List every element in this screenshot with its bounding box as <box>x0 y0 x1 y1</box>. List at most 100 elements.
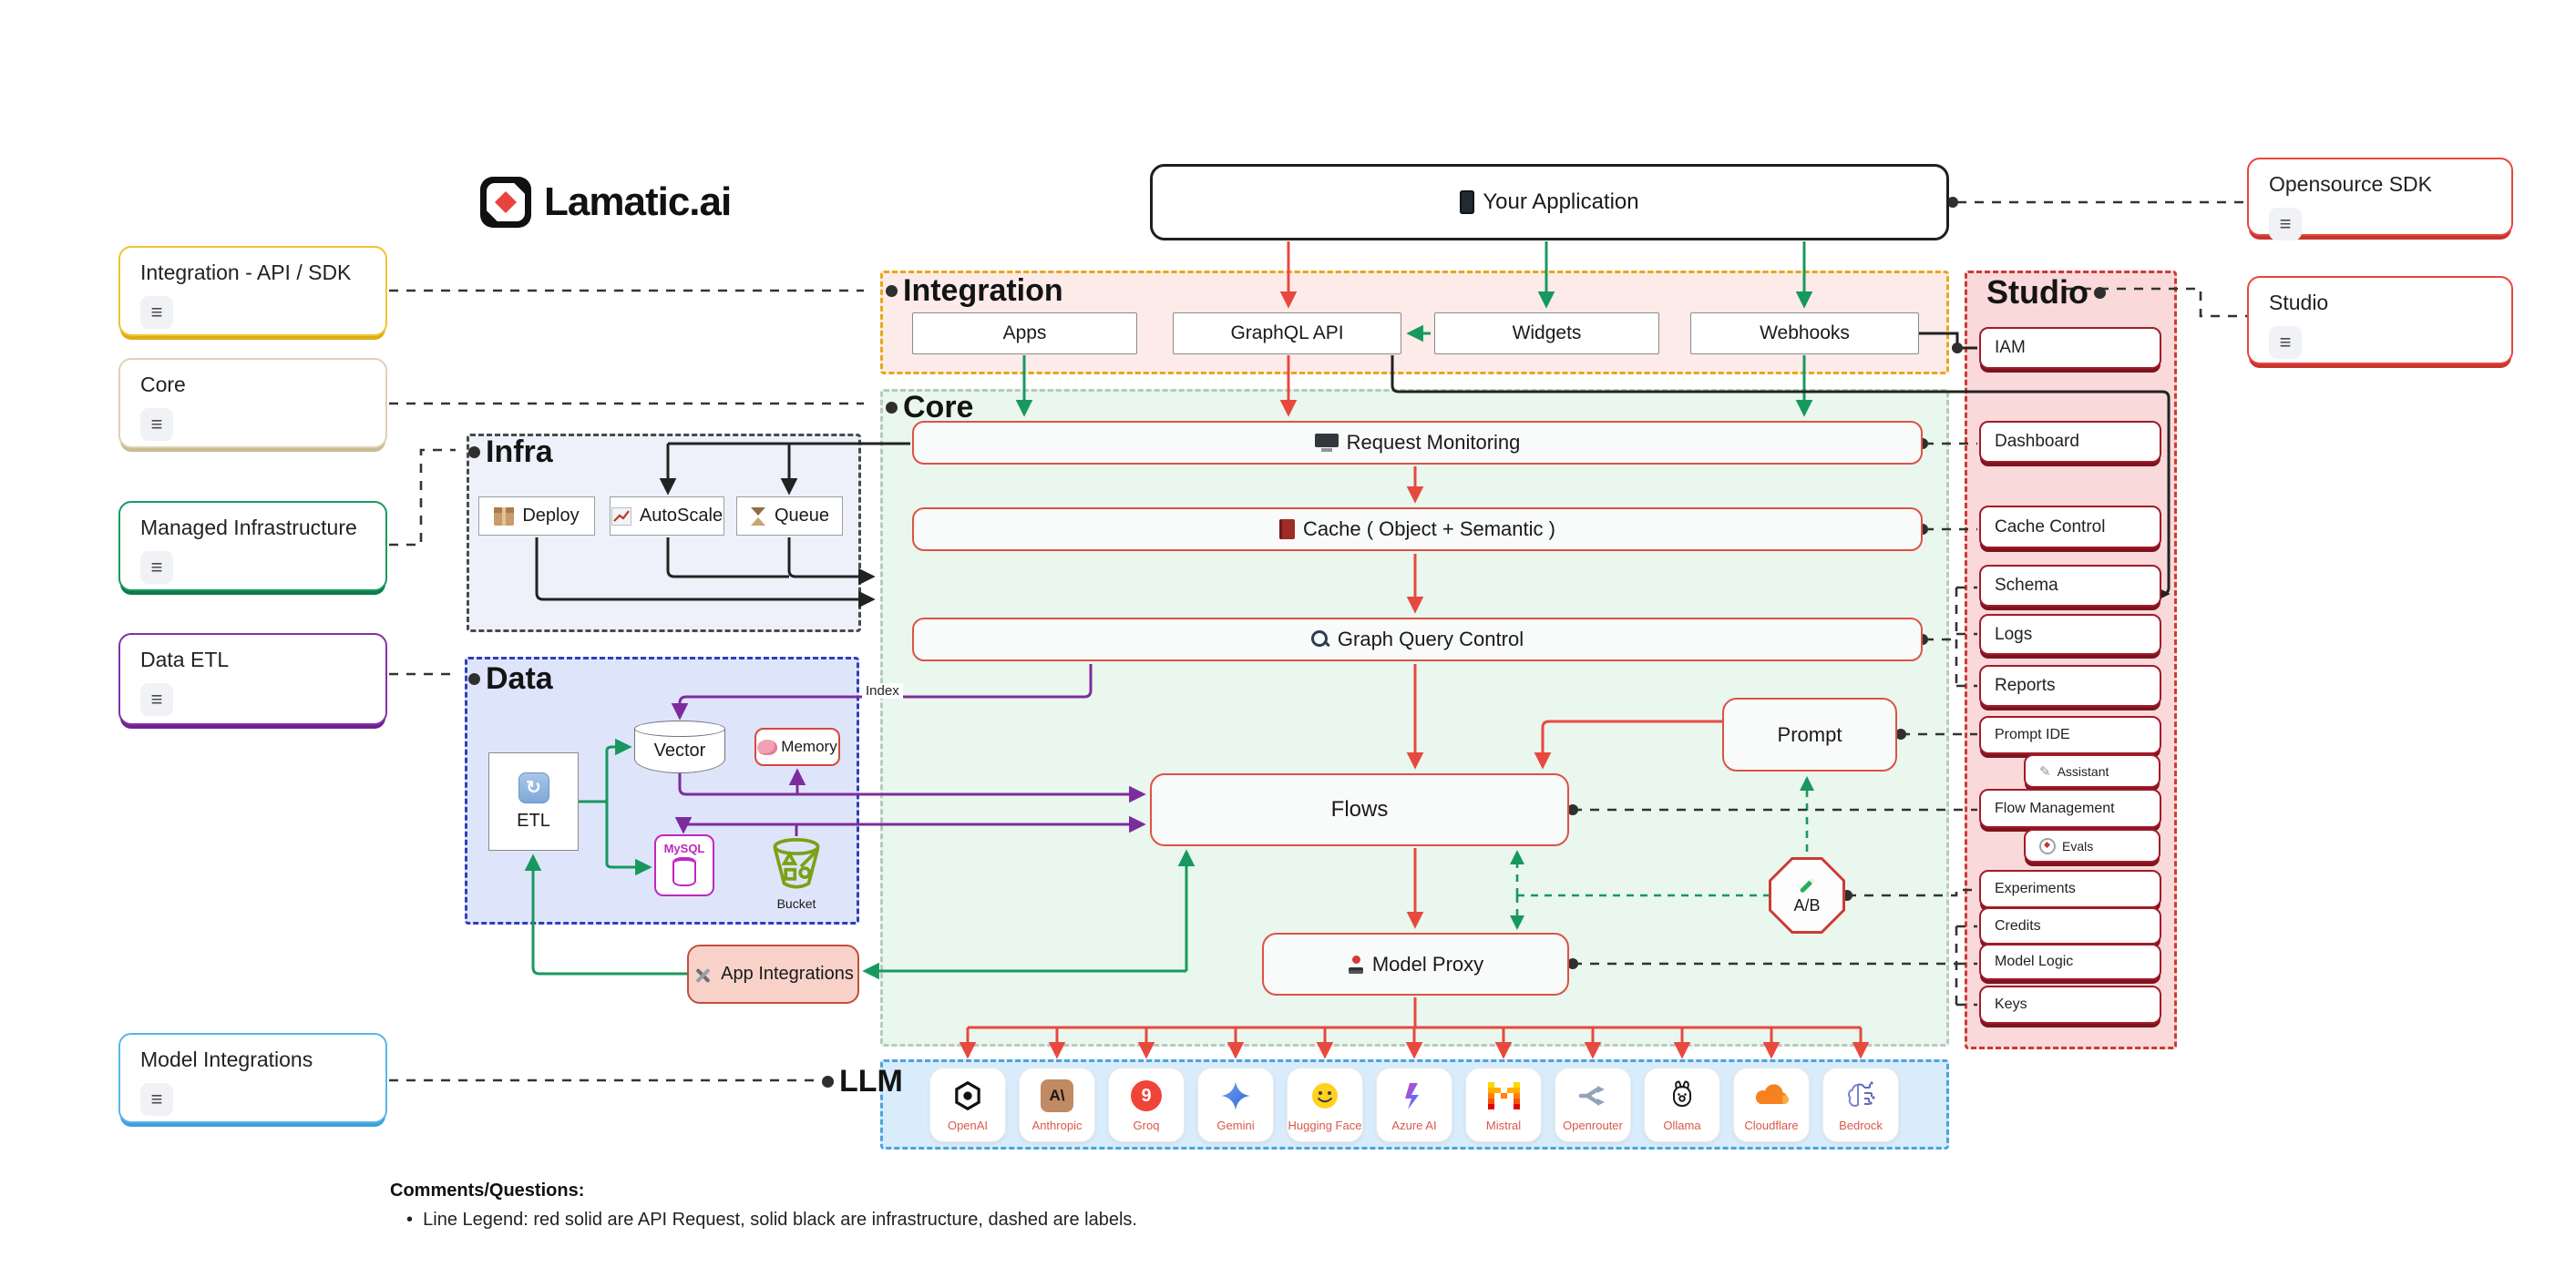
studio-item-reports[interactable]: Reports <box>1979 665 2161 707</box>
studio-item-assistant[interactable]: ✎ Assistant <box>2024 754 2160 788</box>
chart-up-icon <box>611 506 631 526</box>
llm-tile-anthropic[interactable]: A\ Anthropic <box>1019 1068 1095 1142</box>
card-integration-api-sdk[interactable]: Integration - API / SDK ≡ <box>118 246 387 336</box>
item-label: Assistant <box>2057 763 2109 779</box>
graphql-api-node[interactable]: GraphQL API <box>1173 312 1401 354</box>
eval-icon <box>2039 837 2056 854</box>
node-label: ETL <box>517 810 550 831</box>
card-model-integrations[interactable]: Model Integrations ≡ <box>118 1033 387 1123</box>
magnifier-icon <box>1310 630 1329 649</box>
memory-node[interactable]: Memory <box>754 728 840 766</box>
llm-tile-azure-ai[interactable]: Azure AI <box>1376 1068 1452 1142</box>
card-title: Managed Infrastructure <box>140 516 357 539</box>
node-label: Your Application <box>1483 189 1639 214</box>
data-section-label: Data <box>468 661 553 697</box>
llm-tile-openrouter[interactable]: Openrouter <box>1555 1068 1631 1142</box>
tile-label: OpenAI <box>947 1119 989 1132</box>
queue-node[interactable]: Queue <box>736 496 843 536</box>
node-label: Request Monitoring <box>1346 431 1521 454</box>
bucket-node[interactable] <box>765 834 827 893</box>
card-title: Integration - API / SDK <box>140 261 352 284</box>
card-title: Data ETL <box>140 648 230 671</box>
vector-db-node[interactable]: Vector <box>634 721 725 773</box>
llm-tile-ollama[interactable]: Ollama <box>1644 1068 1720 1142</box>
llm-tile-groq[interactable]: 9 Groq <box>1108 1068 1185 1142</box>
your-application-node[interactable]: Your Application <box>1150 164 1949 240</box>
card-opensource-sdk[interactable]: Opensource SDK ≡ <box>2247 158 2513 240</box>
deploy-node[interactable]: Deploy <box>478 496 595 536</box>
bucket-label: Bucket <box>776 896 816 911</box>
tile-label: Cloudflare <box>1744 1119 1799 1132</box>
node-label: Cache ( Object + Semantic ) <box>1303 517 1555 540</box>
etl-node[interactable]: ↻ ETL <box>488 752 579 851</box>
llm-tile-hugging-face[interactable]: Hugging Face <box>1287 1068 1363 1142</box>
item-label: Logs <box>1995 624 2033 644</box>
model-proxy-node[interactable]: Model Proxy <box>1262 933 1569 996</box>
studio-item-logs[interactable]: Logs <box>1979 614 2161 655</box>
studio-item-evals[interactable]: Evals <box>2024 829 2160 863</box>
node-label: A/B <box>1793 895 1821 915</box>
card-title: Studio <box>2269 291 2329 314</box>
tile-label: Anthropic <box>1031 1119 1083 1132</box>
index-line-label: Index <box>862 683 903 699</box>
studio-item-schema[interactable]: Schema <box>1979 565 2161 607</box>
cylinder-top <box>634 721 725 737</box>
studio-item-credits[interactable]: Credits <box>1979 907 2161 945</box>
studio-item-cache-control[interactable]: Cache Control <box>1979 506 2161 548</box>
bedrock-icon <box>1844 1076 1877 1116</box>
card-studio[interactable]: Studio ≡ <box>2247 276 2513 364</box>
apps-node[interactable]: Apps <box>912 312 1137 354</box>
prompt-node[interactable]: Prompt <box>1722 698 1897 772</box>
lamatic-logo: Lamatic.ai <box>480 177 732 228</box>
llm-tile-gemini[interactable]: Gemini <box>1197 1068 1274 1142</box>
studio-item-prompt-ide[interactable]: Prompt IDE <box>1979 716 2161 754</box>
openai-icon <box>950 1076 985 1116</box>
node-label: GraphQL API <box>1230 322 1344 343</box>
llm-tile-openai[interactable]: OpenAI <box>929 1068 1006 1142</box>
comments-line: • Line Legend: red solid are API Request… <box>390 1210 1137 1231</box>
studio-item-keys[interactable]: Keys <box>1979 986 2161 1024</box>
node-label: Apps <box>1002 322 1047 343</box>
mysql-node[interactable]: MySQL <box>654 834 714 896</box>
tile-label: Hugging Face <box>1288 1119 1362 1132</box>
ab-test-node[interactable]: A/B <box>1769 857 1845 934</box>
studio-item-flow-management[interactable]: Flow Management <box>1979 789 2161 828</box>
flows-node[interactable]: Flows <box>1150 773 1569 846</box>
note-icon: ≡ <box>140 551 173 584</box>
infra-section-label: Infra <box>468 434 553 470</box>
core-section-label: Core <box>886 390 973 425</box>
integration-section-label: Integration <box>886 273 1063 309</box>
widgets-node[interactable]: Widgets <box>1434 312 1659 354</box>
studio-item-model-logic[interactable]: Model Logic <box>1979 944 2161 980</box>
item-label: Reports <box>1995 676 2056 695</box>
logo-text: Lamatic.ai <box>544 179 732 224</box>
node-label: Memory <box>781 738 837 755</box>
hourglass-icon <box>750 506 766 526</box>
card-data-etl[interactable]: Data ETL ≡ <box>118 633 387 725</box>
graph-query-control-node[interactable]: Graph Query Control <box>912 618 1923 661</box>
llm-tile-bedrock[interactable]: Bedrock <box>1822 1068 1899 1142</box>
card-core[interactable]: Core ≡ <box>118 358 387 448</box>
cache-node[interactable]: Cache ( Object + Semantic ) <box>912 507 1923 551</box>
item-label: Evals <box>2062 838 2094 854</box>
pen-icon: ✎ <box>2039 763 2051 780</box>
llm-tile-cloudflare[interactable]: Cloudflare <box>1733 1068 1810 1142</box>
app-integrations-node[interactable]: App Integrations <box>687 945 859 1004</box>
gemini-icon <box>1219 1076 1252 1116</box>
request-monitoring-node[interactable]: Request Monitoring <box>912 421 1923 465</box>
item-label: Credits <box>1995 917 2041 934</box>
webhooks-node[interactable]: Webhooks <box>1690 312 1919 354</box>
joystick-icon <box>1348 955 1364 974</box>
lamatic-logo-icon <box>480 177 531 228</box>
test-tube-icon <box>1798 876 1816 894</box>
llm-tile-mistral[interactable]: Mistral <box>1465 1068 1542 1142</box>
card-managed-infrastructure[interactable]: Managed Infrastructure ≡ <box>118 501 387 591</box>
database-cylinder-icon <box>672 857 696 886</box>
studio-item-iam[interactable]: IAM <box>1979 327 2161 369</box>
note-icon: ≡ <box>140 1083 173 1116</box>
sync-icon: ↻ <box>518 772 549 803</box>
studio-item-dashboard[interactable]: Dashboard <box>1979 421 2161 463</box>
tile-label: Azure AI <box>1391 1119 1437 1132</box>
studio-item-experiments[interactable]: Experiments <box>1979 870 2161 908</box>
autoscale-node[interactable]: AutoScale <box>610 496 724 536</box>
